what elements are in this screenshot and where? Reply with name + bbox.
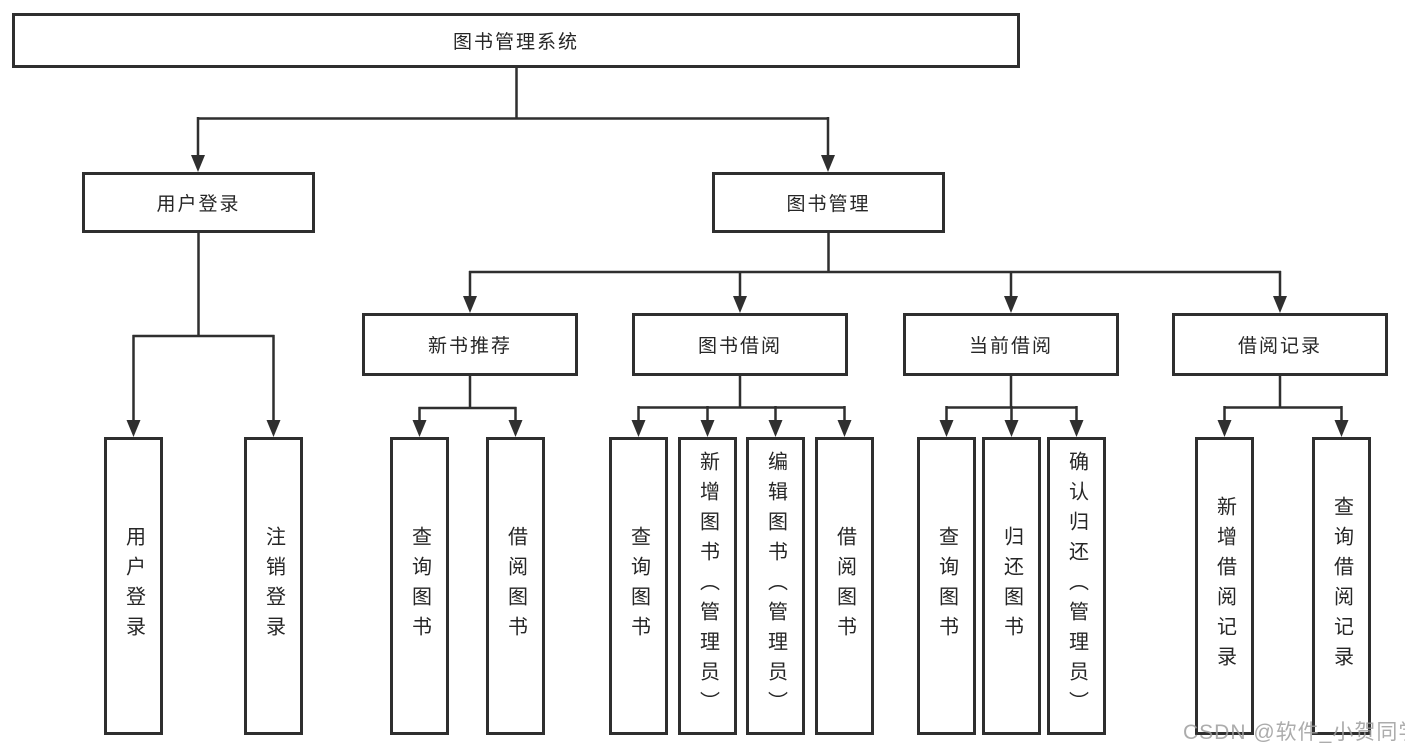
connector-user-login-to-leaves <box>132 233 275 424</box>
node-borrow-books-borrowing: 借阅图书 <box>815 437 874 735</box>
node-label: 借阅图书 <box>504 526 527 646</box>
node-add-borrow-record: 新增借阅记录 <box>1195 437 1254 735</box>
node-label: 归还图书 <box>1000 526 1023 646</box>
node-label: 图书管理 <box>786 194 871 215</box>
arrowhead-down <box>1004 420 1019 437</box>
connector-new-book-to-leaves <box>418 376 517 424</box>
connector-book-borrowing-to-leaves <box>637 376 846 424</box>
node-library-management-system: 图书管理系统 <box>12 13 1020 68</box>
node-label: 注销登录 <box>262 526 285 646</box>
arrowhead-down <box>939 420 954 437</box>
connector-current-borrowing-to-leaves <box>945 376 1078 424</box>
node-book-borrowing: 图书借阅 <box>632 313 848 376</box>
node-query-books-current: 查询图书 <box>917 437 976 735</box>
arrowhead-down <box>463 296 477 313</box>
node-label: 编辑图书（管理员） <box>764 451 787 721</box>
arrowhead-down <box>1069 420 1084 437</box>
node-label: 图书管理系统 <box>452 32 579 53</box>
arrowhead-down <box>631 420 646 437</box>
arrowhead-down <box>508 420 523 437</box>
arrowhead-down <box>768 420 783 437</box>
node-current-borrowing: 当前借阅 <box>903 313 1119 376</box>
node-label: 借阅记录 <box>1237 336 1322 357</box>
arrowhead-down <box>821 155 835 172</box>
node-label: 当前借阅 <box>968 336 1053 357</box>
node-label: 确认归还（管理员） <box>1065 451 1088 721</box>
node-new-book-recommendation: 新书推荐 <box>362 313 578 376</box>
node-label: 查询图书 <box>935 526 958 646</box>
arrowhead-down <box>700 420 715 437</box>
node-return-books: 归还图书 <box>982 437 1041 735</box>
node-query-books-borrowing: 查询图书 <box>609 437 668 735</box>
node-label: 用户登录 <box>122 526 145 646</box>
node-query-books-recommend: 查询图书 <box>390 437 449 735</box>
node-borrow-books-recommend: 借阅图书 <box>486 437 545 735</box>
node-user-login: 用户登录 <box>82 172 315 233</box>
arrowhead-down <box>412 420 427 437</box>
arrowhead-down <box>837 420 852 437</box>
node-borrowing-records: 借阅记录 <box>1172 313 1388 376</box>
node-edit-book-admin: 编辑图书（管理员） <box>746 437 805 735</box>
node-confirm-return-admin: 确认归还（管理员） <box>1047 437 1106 735</box>
node-logout: 注销登录 <box>244 437 303 735</box>
node-query-borrow-record: 查询借阅记录 <box>1312 437 1371 735</box>
node-add-book-admin: 新增图书（管理员） <box>678 437 737 735</box>
csdn-watermark: CSDN @软件_小贺同学 <box>1183 721 1405 744</box>
arrowhead-down <box>1217 420 1232 437</box>
node-label: 图书借阅 <box>697 336 782 357</box>
node-label: 用户登录 <box>156 194 241 215</box>
arrowhead-down <box>191 155 205 172</box>
node-label: 新增借阅记录 <box>1213 496 1236 676</box>
node-label: 借阅图书 <box>833 526 856 646</box>
arrowhead-down <box>126 420 141 437</box>
node-label: 新书推荐 <box>427 336 512 357</box>
node-label: 查询借阅记录 <box>1330 496 1353 676</box>
node-label: 查询图书 <box>408 526 431 646</box>
arrowhead-down <box>1004 296 1018 313</box>
node-book-management: 图书管理 <box>712 172 945 233</box>
node-user-login-leaf: 用户登录 <box>104 437 163 735</box>
arrowhead-down <box>733 296 747 313</box>
connector-borrow-records-to-leaves <box>1223 376 1343 424</box>
connector-book-management-to-level2 <box>468 233 1282 300</box>
node-label: 新增图书（管理员） <box>696 451 719 721</box>
node-label: 查询图书 <box>627 526 650 646</box>
connector-root-to-level1 <box>196 68 830 160</box>
arrowhead-down <box>1334 420 1349 437</box>
arrowhead-down <box>266 420 281 437</box>
arrowhead-down <box>1273 296 1287 313</box>
